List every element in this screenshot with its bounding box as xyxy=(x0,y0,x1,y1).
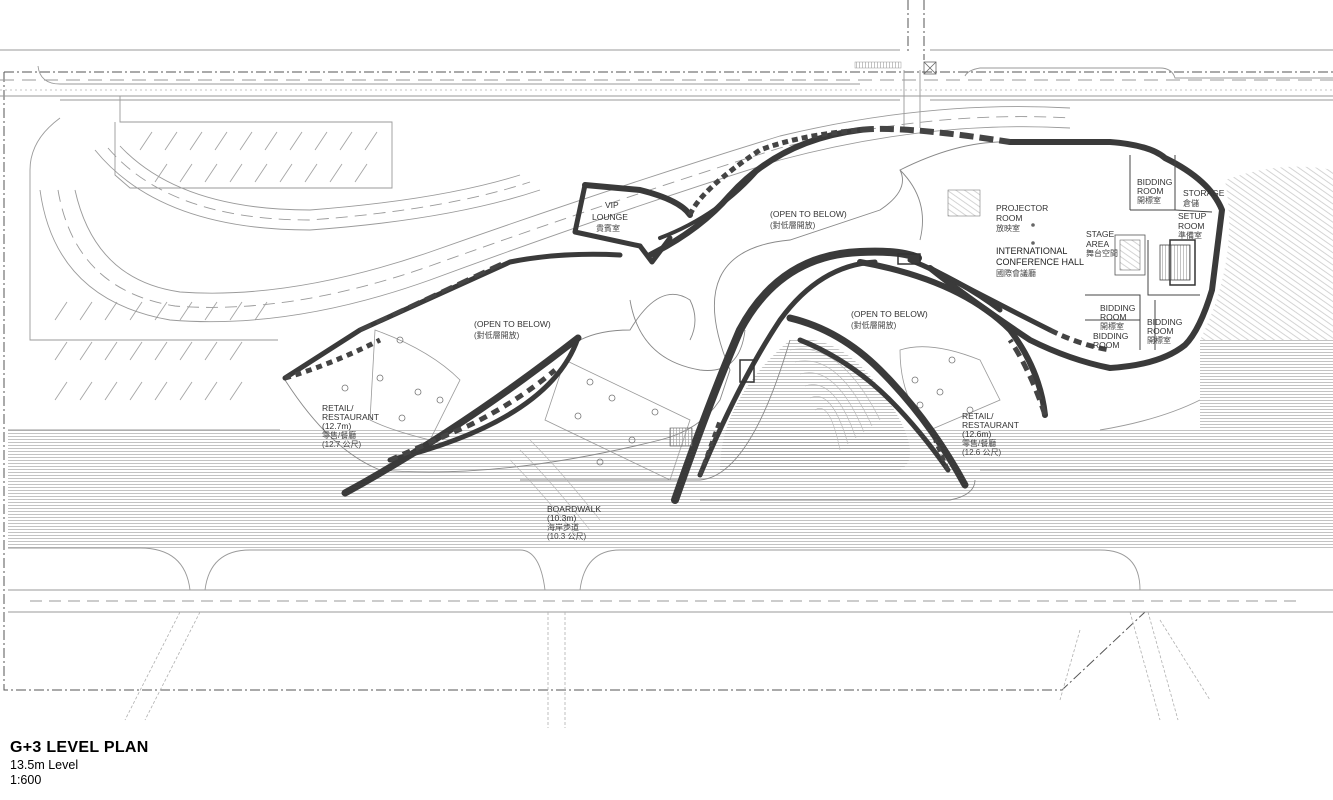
label-retail-left-2: RESTAURANT xyxy=(322,412,379,422)
label-bidding-room-1: BIDDING xyxy=(1137,177,1172,187)
plan-caption: G+3 LEVEL PLAN 13.5m Level 1:600 xyxy=(10,738,149,788)
label-conference-hall: INTERNATIONAL xyxy=(996,246,1067,256)
label-bidding-room-3: BIDDING xyxy=(1093,331,1128,341)
label-conference-hall-cn: 國際會議廳 xyxy=(996,268,1036,278)
room-labels: VIP LOUNGE 貴賓室 (OPEN TO BELOW) (對低層開放) (… xyxy=(322,177,1225,541)
label-retail-right: RETAIL/ xyxy=(962,411,994,421)
label-bidding-room-3b: ROOM xyxy=(1093,340,1119,350)
label-vip-lounge-cn: 貴賓室 xyxy=(596,223,620,233)
label-retail-left: RETAIL/ xyxy=(322,403,354,413)
label-bidding-room-2: BIDDING xyxy=(1100,303,1135,313)
label-open-below-2-cn: (對低層開放) xyxy=(474,330,520,340)
label-setup-room-2: ROOM xyxy=(1178,221,1204,231)
building-walls xyxy=(282,127,1225,504)
piers xyxy=(124,611,1211,728)
parking-area xyxy=(29,96,393,341)
plan-level: 13.5m Level xyxy=(10,758,79,772)
label-retail-left-3: (12.7m) xyxy=(322,421,351,431)
label-bidding-room-4-cn: 開標室 xyxy=(1147,335,1171,345)
parking-stalls xyxy=(54,131,378,401)
label-open-below-3-cn: (對低層開放) xyxy=(851,320,897,330)
label-open-below-1: (OPEN TO BELOW) xyxy=(770,209,847,219)
label-vip-lounge: VIP xyxy=(605,200,619,210)
label-setup-room: SETUP xyxy=(1178,211,1207,221)
label-projector-room-cn: 放映室 xyxy=(996,223,1020,233)
label-retail-right-cn2: (12.6 公尺) xyxy=(962,448,1001,457)
lower-promenade xyxy=(8,399,1333,613)
floor-plates xyxy=(284,141,1011,501)
label-retail-right-3: (12.6m) xyxy=(962,429,991,439)
label-open-below-3: (OPEN TO BELOW) xyxy=(851,309,928,319)
label-bidding-room-4b: ROOM xyxy=(1147,326,1173,336)
label-retail-left-cn2: (12.7 公尺) xyxy=(322,440,361,449)
label-setup-room-cn: 準備室 xyxy=(1178,230,1202,240)
label-retail-left-cn: 零售/餐廳 xyxy=(322,430,356,440)
label-boardwalk-cn2: (10.3 公尺) xyxy=(547,532,586,541)
label-vip-lounge-2: LOUNGE xyxy=(592,212,628,222)
label-open-below-2: (OPEN TO BELOW) xyxy=(474,319,551,329)
planters xyxy=(369,329,1001,481)
room-partitions xyxy=(1085,155,1213,350)
label-storage-cn: 倉儲 xyxy=(1183,198,1199,208)
label-stage-area-2: AREA xyxy=(1086,239,1109,249)
label-boardwalk-cn: 海岸步道 xyxy=(547,522,579,532)
label-retail-right-cn: 零售/餐廳 xyxy=(962,438,996,448)
glazing-walls xyxy=(284,125,1111,476)
label-boardwalk: BOARDWALK xyxy=(547,504,601,514)
label-projector-room: PROJECTOR xyxy=(996,203,1048,213)
top-road-marks xyxy=(854,61,937,75)
label-projector-room-2: ROOM xyxy=(996,213,1022,223)
label-stage-area-cn: 舞台空間 xyxy=(1086,248,1118,258)
stage-details xyxy=(669,189,1196,447)
access-road xyxy=(39,106,1071,323)
top-road xyxy=(0,49,1333,128)
contour-lines xyxy=(509,348,881,541)
label-bidding-room-2b: ROOM xyxy=(1100,312,1126,322)
label-conference-hall-2: CONFERENCE HALL xyxy=(996,257,1084,267)
label-bidding-room-1b: ROOM xyxy=(1137,186,1163,196)
plan-scale: 1:600 xyxy=(10,773,42,787)
label-storage: STORAGE xyxy=(1183,188,1225,198)
label-bidding-room-4: BIDDING xyxy=(1147,317,1182,327)
site-boundary xyxy=(3,0,1333,691)
label-open-below-1-cn: (對低層開放) xyxy=(770,220,816,230)
label-bidding-room-2-cn: 開標室 xyxy=(1100,321,1124,331)
label-bidding-room-1-cn: 開標室 xyxy=(1137,195,1161,205)
waterfront-terrace xyxy=(8,166,1333,548)
plan-title: G+3 LEVEL PLAN xyxy=(10,739,149,756)
label-boardwalk-2: (10.3m) xyxy=(547,513,576,523)
tree-symbols xyxy=(341,336,974,466)
label-retail-right-2: RESTAURANT xyxy=(962,420,1019,430)
label-stage-area: STAGE xyxy=(1086,229,1115,239)
